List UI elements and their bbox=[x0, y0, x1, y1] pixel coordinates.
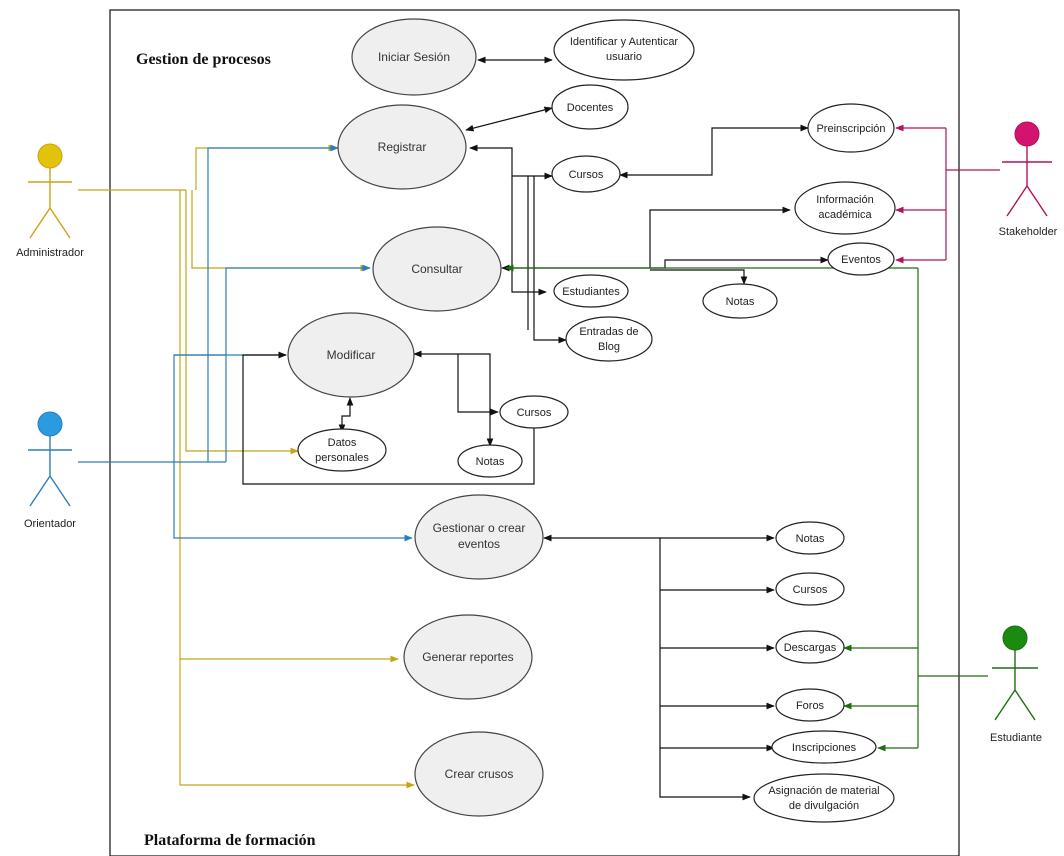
administrador-connectors bbox=[78, 144, 415, 789]
system-title-bottom: Plataforma de formación bbox=[144, 832, 316, 849]
use-case-descargas: Descargas bbox=[775, 630, 845, 664]
use-case-notas-consultar: Notas bbox=[702, 283, 778, 319]
use-case-label-line2: de divulgación bbox=[789, 800, 859, 812]
actor-orientador-label: Orientador bbox=[24, 518, 76, 530]
use-case-label-line2: usuario bbox=[606, 51, 642, 63]
use-case-iniciar-sesion: Iniciar Sesión bbox=[351, 18, 477, 96]
actor-stakeholder-label: Stakeholder bbox=[999, 226, 1058, 238]
use-case-label: Consultar bbox=[411, 262, 462, 276]
use-case-label: Registrar bbox=[378, 140, 427, 154]
use-case-label: Cursos bbox=[793, 584, 828, 596]
actor-estudiante-label: Estudiante bbox=[990, 732, 1042, 744]
actor-orientador: Orientador bbox=[24, 411, 76, 530]
use-case-label: Notas bbox=[796, 533, 825, 545]
system-title-top: Gestion de procesos bbox=[136, 51, 271, 68]
actor-administrador-label: Administrador bbox=[16, 247, 84, 259]
use-case-estudiantes: Estudiantes bbox=[553, 274, 629, 308]
use-case-gestionar-eventos: Gestionar o crear eventos bbox=[414, 494, 544, 580]
use-case-label: Cursos bbox=[517, 407, 552, 419]
use-case-generar-reportes: Generar reportes bbox=[403, 614, 533, 700]
use-case-docentes: Docentes bbox=[551, 84, 629, 130]
use-case-registrar: Registrar bbox=[337, 104, 467, 190]
use-case-asignacion-material: Asignación de material de divulgación bbox=[753, 773, 895, 823]
internal-connectors bbox=[242, 56, 829, 801]
use-case-label-line2: personales bbox=[315, 452, 369, 464]
use-case-foros: Foros bbox=[775, 688, 845, 722]
use-case-label-line1: Información bbox=[816, 194, 873, 206]
use-case-label-line1: Gestionar o crear bbox=[433, 521, 526, 535]
use-case-cursos-modificar: Cursos bbox=[499, 395, 569, 429]
use-case-notas-eventos: Notas bbox=[775, 521, 845, 555]
use-case-modificar: Modificar bbox=[287, 312, 415, 398]
use-case-notas-modificar: Notas bbox=[457, 444, 523, 478]
use-case-informacion-academica: Información académica bbox=[794, 181, 896, 235]
use-case-label: Eventos bbox=[841, 254, 881, 266]
actor-stakeholder: Stakeholder bbox=[999, 121, 1058, 238]
orientador-connectors bbox=[78, 144, 413, 542]
use-case-label: Estudiantes bbox=[562, 286, 620, 298]
use-case-label: Generar reportes bbox=[422, 650, 513, 664]
use-case-label-line2: Blog bbox=[598, 341, 620, 353]
use-case-label: Foros bbox=[796, 700, 825, 712]
actor-estudiante: Estudiante bbox=[990, 625, 1042, 744]
use-case-crear-cursos: Crear crusos bbox=[414, 731, 544, 817]
use-case-label: Descargas bbox=[784, 642, 837, 654]
use-case-label: Preinscripción bbox=[816, 123, 885, 135]
use-case-label-line1: Asignación de material bbox=[768, 785, 879, 797]
use-case-label: Iniciar Sesión bbox=[378, 50, 450, 64]
use-case-eventos: Eventos bbox=[827, 242, 895, 276]
use-case-label: Notas bbox=[476, 456, 505, 468]
use-case-label-line1: Identificar y Autenticar bbox=[570, 36, 679, 48]
use-case-label: Docentes bbox=[567, 102, 614, 114]
estudiante-connectors bbox=[505, 264, 988, 752]
use-case-label-line2: eventos bbox=[458, 537, 500, 551]
use-case-consultar: Consultar bbox=[372, 226, 502, 312]
use-case-label: Cursos bbox=[569, 169, 604, 181]
use-case-label: Modificar bbox=[327, 348, 376, 362]
use-case-label: Notas bbox=[726, 296, 755, 308]
use-case-cursos-registrar: Cursos bbox=[551, 155, 621, 193]
use-case-identificar-autenticar: Identificar y Autenticar usuario bbox=[553, 19, 695, 81]
use-case-label-line1: Entradas de bbox=[579, 326, 638, 338]
system-boundary bbox=[109, 9, 960, 856]
use-case-label-line1: Datos bbox=[328, 437, 357, 449]
stakeholder-connectors bbox=[895, 124, 1000, 264]
use-case-label: Crear crusos bbox=[445, 767, 514, 781]
use-case-preinscripcion: Preinscripción bbox=[807, 103, 895, 153]
actor-administrador: Administrador bbox=[16, 143, 84, 259]
use-case-cursos-eventos: Cursos bbox=[775, 572, 845, 606]
use-case-label-line2: académica bbox=[818, 209, 872, 221]
use-case-datos-personales: Datos personales bbox=[297, 428, 387, 472]
use-case-inscripciones: Inscripciones bbox=[771, 730, 877, 764]
use-case-entradas-blog: Entradas de Blog bbox=[565, 316, 653, 362]
use-case-label: Inscripciones bbox=[792, 742, 857, 754]
